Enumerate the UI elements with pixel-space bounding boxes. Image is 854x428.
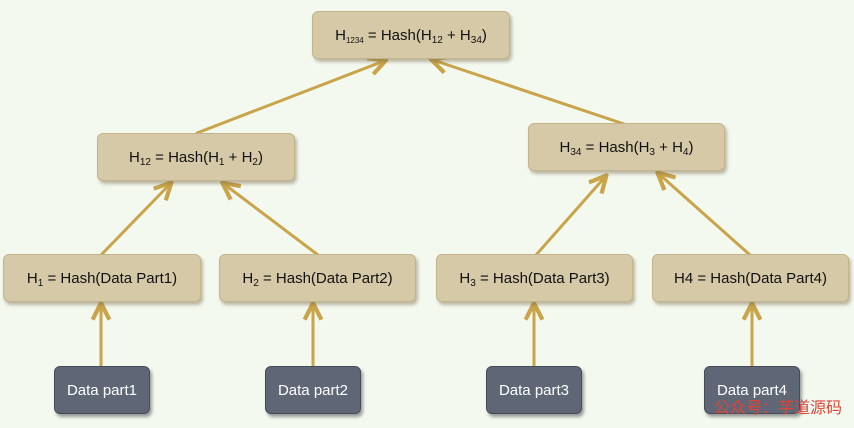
h12-hash-node: H12 = Hash(H1 + H2) bbox=[97, 133, 295, 181]
data-part-3-node: Data part3 bbox=[486, 366, 582, 414]
data-part-4-node: Data part4 bbox=[704, 366, 800, 414]
arrow-h4-h34 bbox=[659, 174, 752, 257]
watermark-text: 公众号：芋道源码 bbox=[713, 398, 842, 417]
root-hash-node: H1234 = Hash(H12 + H34) bbox=[312, 11, 510, 59]
h34-hash-node: H34 = Hash(H3 + H4) bbox=[528, 123, 725, 171]
h4-hash-label: H4 = Hash(Data Part4) bbox=[674, 269, 827, 287]
arrow-h2-h12 bbox=[224, 184, 320, 257]
h2-hash-node: H2 = Hash(Data Part2) bbox=[219, 254, 416, 302]
h3-hash-node: H3 = Hash(Data Part3) bbox=[436, 254, 633, 302]
h34-hash-label: H34 = Hash(H3 + H4) bbox=[559, 138, 694, 158]
data-part-2-label: Data part2 bbox=[277, 381, 349, 399]
data-part-2-node: Data part2 bbox=[265, 366, 361, 414]
h1-hash-node: H1 = Hash(Data Part1) bbox=[3, 254, 201, 302]
data-part-1-node: Data part1 bbox=[54, 366, 150, 414]
data-part-4-label: Data part4 bbox=[716, 381, 788, 399]
h2-hash-label: H2 = Hash(Data Part2) bbox=[242, 269, 393, 289]
arrow-h3-h34 bbox=[534, 177, 605, 257]
data-part-1-label: Data part1 bbox=[66, 381, 138, 399]
arrow-h1-h12 bbox=[99, 184, 170, 257]
root-hash-label: H1234 = Hash(H12 + H34) bbox=[335, 26, 487, 46]
data-part-3-label: Data part3 bbox=[498, 381, 570, 399]
h3-hash-label: H3 = Hash(Data Part3) bbox=[459, 269, 610, 289]
arrow-h34-root bbox=[433, 60, 629, 127]
h4-hash-node: H4 = Hash(Data Part4) bbox=[652, 254, 849, 302]
arrow-h12-root bbox=[195, 61, 384, 135]
h12-hash-label: H12 = Hash(H1 + H2) bbox=[129, 148, 263, 168]
h1-hash-label: H1 = Hash(Data Part1) bbox=[26, 269, 178, 289]
